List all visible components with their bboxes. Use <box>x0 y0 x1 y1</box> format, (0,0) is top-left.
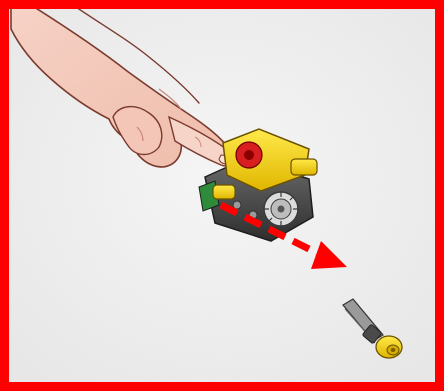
instruction-scene <box>9 9 435 382</box>
